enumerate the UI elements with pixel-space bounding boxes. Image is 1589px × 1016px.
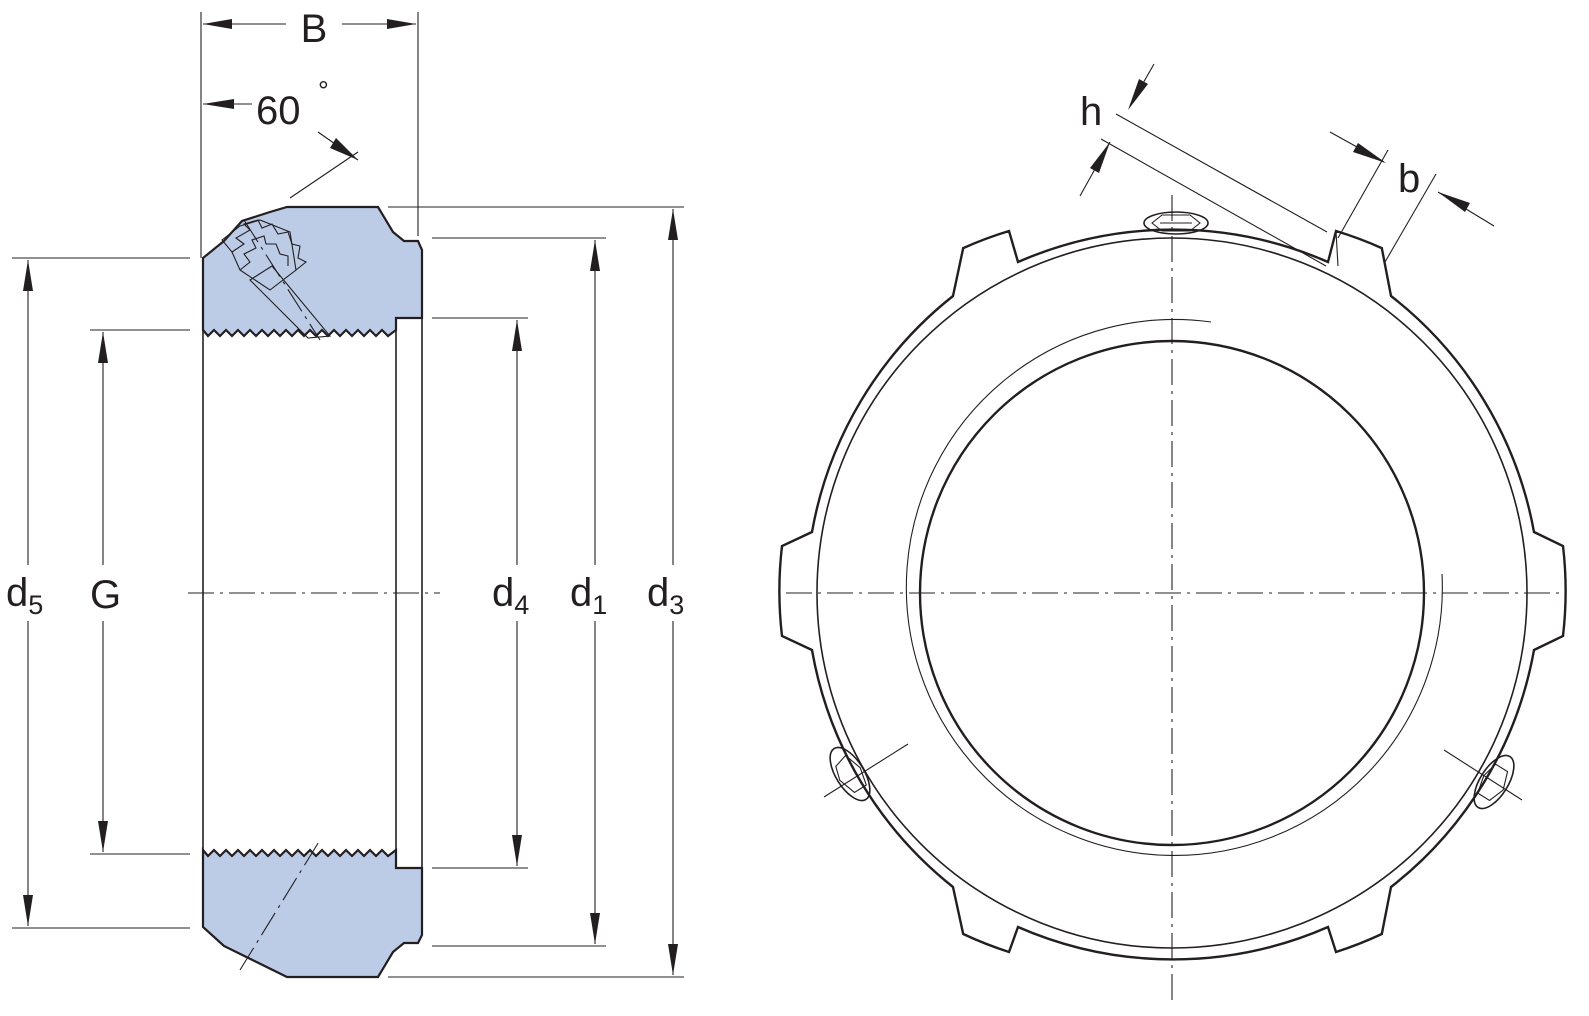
label-h: h [1080, 90, 1102, 134]
right-screw-hole [1443, 749, 1523, 810]
label-b: b [1398, 157, 1420, 201]
section-view [188, 205, 440, 979]
label-B: B [301, 7, 328, 51]
lower-section-fill [201, 846, 424, 979]
dim-b [1329, 131, 1495, 263]
label-d1: d1 [570, 571, 607, 620]
label-angle: 60 [256, 89, 301, 133]
locking-screw [221, 219, 332, 341]
label-angle-unit: ° [318, 76, 329, 106]
label-G: G [90, 573, 121, 617]
left-screw-hole [823, 743, 909, 802]
front-view [778, 195, 1567, 1000]
label-d3: d3 [647, 571, 684, 620]
upper-section-fill [201, 205, 424, 338]
top-screw-hole [1143, 211, 1209, 235]
dim-angle [203, 99, 359, 199]
outer-rim-with-slots [778, 228, 1567, 961]
dim-h [1079, 63, 1328, 267]
label-d5: d5 [6, 571, 43, 620]
label-d4: d4 [492, 571, 529, 620]
